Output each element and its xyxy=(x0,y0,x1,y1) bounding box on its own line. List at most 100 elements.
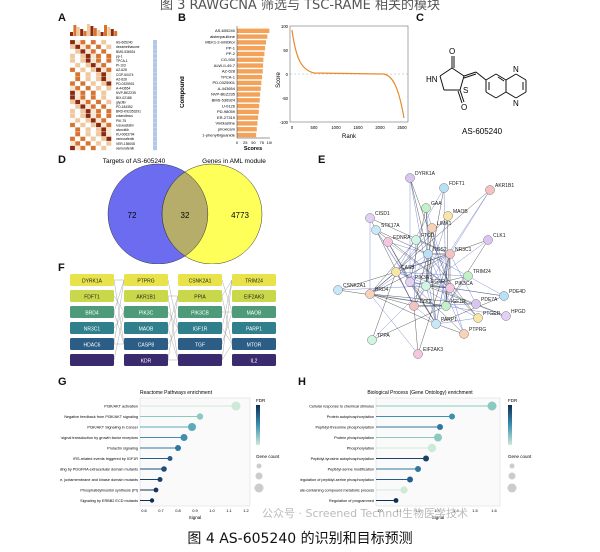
h-term-label: Cellular response to chemical stimulus xyxy=(309,405,374,409)
alluvial-box xyxy=(232,290,276,302)
heatmap-cell xyxy=(95,53,102,59)
h-term-label: Peptidyl-tyrosine autophosphorylation xyxy=(311,457,374,461)
alluvial-box xyxy=(70,290,114,302)
heatmap-cell xyxy=(101,67,107,73)
heatmap-side-cell xyxy=(153,90,157,95)
network-edge xyxy=(425,285,437,325)
heatmap-cell xyxy=(95,67,102,73)
heatmap-cell xyxy=(75,58,81,63)
network-node xyxy=(485,185,495,195)
heatmap-cell xyxy=(85,76,91,82)
heatmap-header-bar xyxy=(93,28,97,36)
network-edge xyxy=(369,293,419,355)
network-edge xyxy=(409,253,429,283)
heatmap-side-cell xyxy=(153,76,157,82)
network-edge xyxy=(375,229,429,255)
alluvial-box xyxy=(232,354,276,366)
heatmap-cell xyxy=(69,49,76,54)
heatmap-cell xyxy=(69,95,76,100)
alluvial-box-label: BRD4 xyxy=(85,311,99,317)
panel-label-g: G xyxy=(58,376,67,388)
heatmap-cell xyxy=(106,136,112,142)
heatmap-row-label: glycitin xyxy=(116,100,126,104)
network-node xyxy=(413,349,423,359)
g-dot xyxy=(149,498,155,503)
heatmap-side-cell xyxy=(153,95,157,100)
heatmap-cell xyxy=(80,67,86,73)
alluvial-box xyxy=(70,354,114,366)
h-term-label: Protein autophosphorylation xyxy=(327,415,374,419)
network-node-label: CLK1 xyxy=(493,233,506,239)
heatmap-cell xyxy=(90,58,96,63)
bar xyxy=(237,57,264,62)
network-node-label: PTPRG xyxy=(469,327,486,333)
network-node-label: DYRK1A xyxy=(415,171,436,177)
alluvial-box-label: MAOB xyxy=(139,327,154,333)
heatmap-side-cell xyxy=(153,40,157,45)
heatmap-cell xyxy=(85,136,91,142)
bar xyxy=(237,28,270,33)
alluvial-box xyxy=(178,322,222,334)
heatmap-cell xyxy=(90,53,96,59)
watermark: 公众号 · Screened Technol生物医学技术 xyxy=(262,507,468,520)
heatmap-cell xyxy=(101,95,107,100)
heatmap-cell xyxy=(106,76,112,82)
alluvial-box-label: CSNK2A1 xyxy=(189,279,212,285)
h-dot xyxy=(427,443,437,453)
bar-x-tick: 25 xyxy=(243,140,248,145)
heatmap-cell xyxy=(90,113,96,119)
heatmap-row-label: vemurafenib xyxy=(116,146,134,150)
heatmap-cell xyxy=(80,85,86,91)
network-node-label: CSNK2A1 xyxy=(343,283,366,289)
heatmap-cell xyxy=(85,145,91,151)
heatmap-cell xyxy=(85,141,91,146)
heatmap-row-labels: AS-605240dexamethasoneBMS-536924pp-1TPCA… xyxy=(116,41,141,151)
heatmap-cell xyxy=(106,122,112,128)
curve-y-tick: -100 xyxy=(280,120,289,125)
network-node-label: MAOB xyxy=(453,209,468,215)
heatmap-row-label: zotarolimus xyxy=(116,114,133,118)
heatmap-cell xyxy=(101,141,107,146)
heatmap-cell xyxy=(80,72,86,77)
heatmap-cell xyxy=(90,49,96,54)
heatmap-side-cell xyxy=(153,132,157,137)
g-size-dot-3 xyxy=(254,483,264,493)
alluvial-box-label: DYRK1A xyxy=(82,279,103,285)
heatmap-cell xyxy=(101,131,107,137)
network-node xyxy=(471,299,481,309)
network-edge xyxy=(337,285,427,291)
network-edge xyxy=(395,271,415,307)
heatmap-cell xyxy=(106,39,112,45)
heatmap-row-label: PI-103 xyxy=(116,64,126,68)
curve-y-tick: 100 xyxy=(281,24,289,29)
panel-label-b: B xyxy=(178,12,186,24)
h-dot xyxy=(487,401,497,411)
g-dot xyxy=(188,423,196,431)
heatmap-cell xyxy=(69,104,76,109)
heatmap-cell xyxy=(69,99,76,105)
bar xyxy=(237,109,259,115)
g-dot xyxy=(167,456,173,461)
bar xyxy=(237,98,260,103)
network-edge xyxy=(409,177,451,289)
heatmap-header-bar xyxy=(76,27,80,36)
network-edge xyxy=(409,281,437,325)
alluvial-box xyxy=(124,322,168,334)
heatmap-cell xyxy=(101,39,107,45)
bar-compound-label: CG-930 xyxy=(221,57,236,62)
network-node xyxy=(459,329,469,339)
heatmap-cell xyxy=(106,99,112,105)
h-x-tick: 1.2 xyxy=(415,508,421,513)
heatmap-row-label: TPCA-1 xyxy=(116,59,128,63)
alluvial-box xyxy=(70,274,114,286)
heatmap-cell xyxy=(90,76,96,82)
heatmap-grid xyxy=(69,39,157,151)
heatmap-header-bar xyxy=(114,31,118,36)
network-node-label: HPGD xyxy=(511,309,526,315)
heatmap-cell xyxy=(85,131,91,137)
network-edge xyxy=(425,239,489,287)
heatmap-row-label: A-443654 xyxy=(116,87,130,91)
heatmap-cell xyxy=(80,99,86,105)
heatmap-header-bar xyxy=(104,25,107,36)
